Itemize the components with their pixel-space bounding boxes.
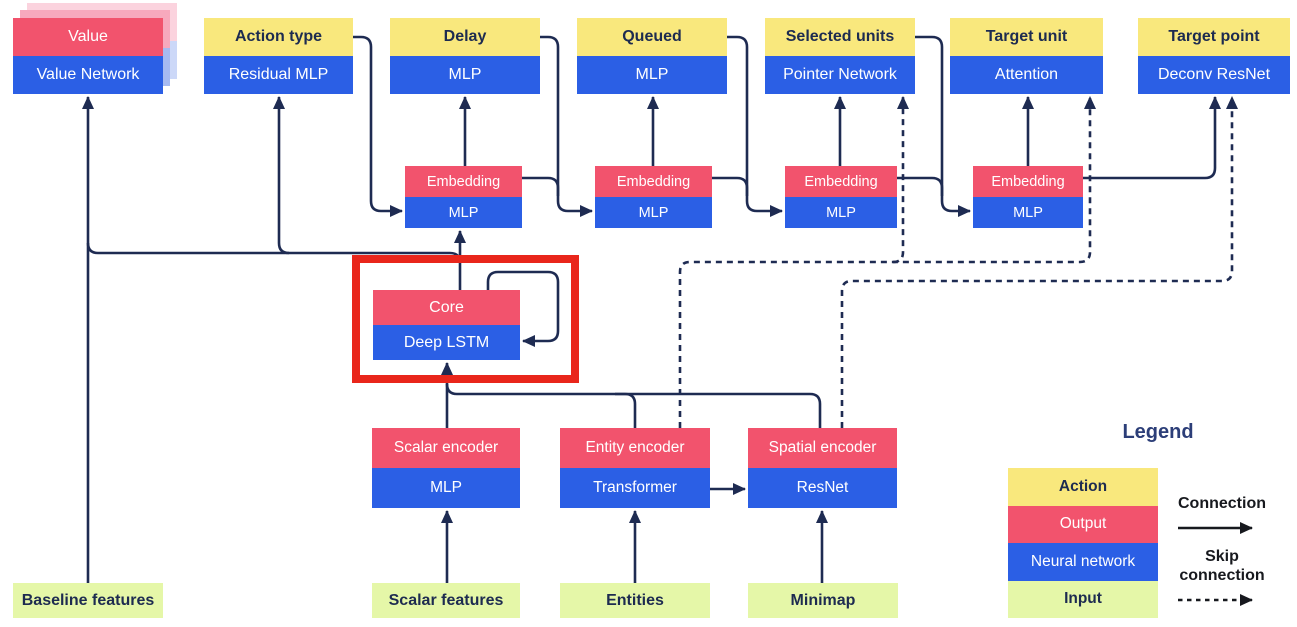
node-value-network: Value Network	[13, 56, 163, 94]
node-embedding-3-network: MLP	[785, 197, 897, 228]
node-core-output: Core	[373, 290, 520, 325]
conn-core-recurrent-loop	[486, 270, 560, 347]
node-spatial-encoder: Spatial encoder ResNet	[748, 428, 897, 508]
node-target-point-action: Target point	[1138, 18, 1290, 56]
node-scalar-encoder: Scalar encoder MLP	[372, 428, 520, 508]
node-entity-encoder-network: Transformer	[560, 468, 710, 508]
conn-core-to-actiontype	[273, 96, 290, 255]
node-action-type-network: Residual MLP	[204, 56, 353, 94]
node-embedding-4-output: Embedding	[973, 166, 1083, 197]
node-embedding-2: Embedding MLP	[595, 166, 712, 228]
node-baseline-features: Baseline features	[13, 583, 163, 618]
node-selected-units-network: Pointer Network	[765, 56, 915, 94]
legend-connection-label: Connection	[1178, 495, 1266, 512]
legend-item-neural-network: Neural network	[1008, 543, 1158, 581]
node-minimap: Minimap	[748, 583, 898, 618]
node-queued: Queued MLP	[577, 18, 727, 94]
node-target-unit-network: Attention	[950, 56, 1103, 94]
conn-entityencoder-to-core	[615, 392, 637, 428]
legend-arrows	[1178, 522, 1253, 606]
conn-core-to-value	[86, 242, 462, 264]
node-target-point: Target point Deconv ResNet	[1138, 18, 1290, 94]
node-delay-action: Delay	[390, 18, 540, 56]
node-entities: Entities	[560, 583, 710, 618]
conn-spatialencoder-to-core	[445, 383, 822, 428]
node-embedding-1: Embedding MLP	[405, 166, 522, 228]
node-embedding-2-output: Embedding	[595, 166, 712, 197]
conn-queued-to-embedding3	[727, 35, 783, 217]
node-target-unit: Target unit Attention	[950, 18, 1103, 94]
conn-delay-to-embedding2	[540, 35, 593, 217]
legend-skip-connection-label: Skip connection	[1179, 548, 1265, 584]
node-scalar-features: Scalar features	[372, 583, 520, 618]
node-target-unit-action: Target unit	[950, 18, 1103, 56]
conn-embedding2-to-embedding3	[712, 176, 749, 196]
skip-connections	[678, 96, 1238, 428]
conn-embedding1-to-embedding2	[522, 176, 560, 196]
conn-actiontype-to-embedding1	[353, 35, 403, 217]
conn-embedding4-to-targetpoint	[1083, 96, 1221, 180]
node-queued-network: MLP	[577, 56, 727, 94]
node-scalar-encoder-output: Scalar encoder	[372, 428, 520, 468]
conn-embedding3-to-embedding4	[897, 176, 944, 196]
node-value: Value Value Network	[13, 18, 163, 94]
conn-selectedunits-to-embedding4	[915, 35, 971, 217]
skip-entityencoder-to-targetunit	[678, 96, 1096, 428]
skip-entityencoder-to-selectedunits	[892, 96, 909, 264]
node-embedding-1-network: MLP	[405, 197, 522, 228]
legend-item-action: Action	[1008, 468, 1158, 506]
legend-title: Legend	[1122, 421, 1194, 443]
node-embedding-4: Embedding MLP	[973, 166, 1083, 228]
node-embedding-4-network: MLP	[973, 197, 1083, 228]
node-core-network: Deep LSTM	[373, 325, 520, 360]
node-delay: Delay MLP	[390, 18, 540, 94]
node-target-point-network: Deconv ResNet	[1138, 56, 1290, 94]
node-entity-encoder: Entity encoder Transformer	[560, 428, 710, 508]
node-embedding-1-output: Embedding	[405, 166, 522, 197]
node-queued-action: Queued	[577, 18, 727, 56]
node-value-output: Value	[13, 18, 163, 56]
node-embedding-3-output: Embedding	[785, 166, 897, 197]
node-selected-units: Selected units Pointer Network	[765, 18, 915, 94]
node-embedding-2-network: MLP	[595, 197, 712, 228]
legend-item-output: Output	[1008, 505, 1158, 543]
node-spatial-encoder-network: ResNet	[748, 468, 897, 508]
node-scalar-encoder-network: MLP	[372, 468, 520, 508]
legend-swatches: Action Output Neural network Input	[1008, 468, 1158, 618]
node-embedding-3: Embedding MLP	[785, 166, 897, 228]
node-action-type: Action type Residual MLP	[204, 18, 353, 94]
node-delay-network: MLP	[390, 56, 540, 94]
node-entity-encoder-output: Entity encoder	[560, 428, 710, 468]
node-selected-units-action: Selected units	[765, 18, 915, 56]
node-action-type-action: Action type	[204, 18, 353, 56]
node-spatial-encoder-output: Spatial encoder	[748, 428, 897, 468]
node-core: Core Deep LSTM	[373, 290, 520, 360]
legend-item-input: Input	[1008, 580, 1158, 618]
